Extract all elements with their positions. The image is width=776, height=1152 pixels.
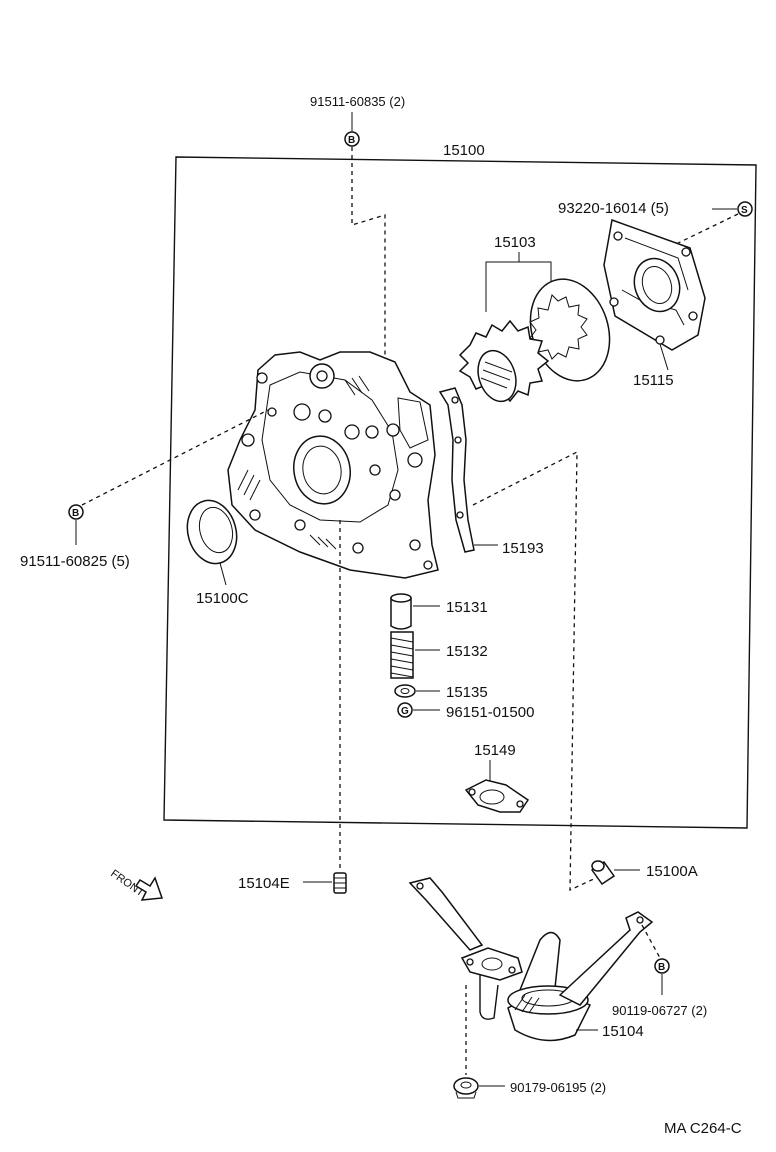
inner-rotor (458, 319, 550, 403)
marker-g: G (397, 702, 413, 718)
oil-pump-body (227, 351, 439, 579)
label-15115: 15115 (633, 372, 674, 389)
outer-rotor (529, 278, 611, 382)
gasket-15193 (438, 387, 475, 553)
svg-text:B: B (72, 508, 79, 519)
marker-b-strainer: B (654, 958, 670, 974)
svg-text:S: S (741, 205, 748, 216)
oil-seal-15100C (186, 499, 238, 565)
plug-15104E (333, 872, 347, 894)
label-15100A: 15100A (646, 863, 698, 880)
spring-15132 (390, 631, 414, 679)
oil-strainer-15104 (408, 877, 654, 1042)
marker-b-left: B (68, 504, 84, 520)
svg-text:G: G (401, 706, 409, 717)
label-15100C: 15100C (196, 590, 249, 607)
front-arrow: FRONT (108, 868, 164, 901)
svg-text:B: B (658, 962, 665, 973)
label-15103: 15103 (494, 234, 536, 251)
marker-b-top: B (344, 131, 360, 147)
assembly-frame-15100 (163, 156, 757, 829)
nut-90179-06195 (453, 1077, 479, 1099)
label-90179-06195: 90179-06195 (2) (510, 1080, 606, 1095)
pump-cover-15115 (603, 218, 706, 351)
leader-15193-15100A (472, 450, 599, 892)
relief-valve-15131 (390, 593, 412, 630)
label-91511-60825: 91511-60825 (5) (20, 553, 130, 570)
label-15149: 15149 (474, 742, 516, 759)
diagram-code: MA C264-C (664, 1120, 742, 1137)
label-93220-16014: 93220-16014 (5) (558, 200, 669, 217)
label-15131: 15131 (446, 599, 488, 616)
label-15132: 15132 (446, 643, 488, 660)
label-15104: 15104 (602, 1023, 644, 1040)
retainer-15135 (394, 684, 416, 698)
label-15104E: 15104E (238, 875, 290, 892)
label-90119-06727: 90119-06727 (2) (612, 1003, 707, 1018)
label-15100: 15100 (443, 142, 485, 159)
gasket-15149 (464, 779, 530, 813)
marker-s: S (737, 201, 753, 217)
svg-text:B: B (348, 135, 355, 146)
bushing-15100A (590, 860, 616, 886)
label-96151-01500: 96151-01500 (446, 704, 534, 721)
label-15135: 15135 (446, 684, 488, 701)
label-91511-60835: 91511-60835 (2) (310, 94, 405, 109)
label-15193: 15193 (502, 540, 544, 557)
